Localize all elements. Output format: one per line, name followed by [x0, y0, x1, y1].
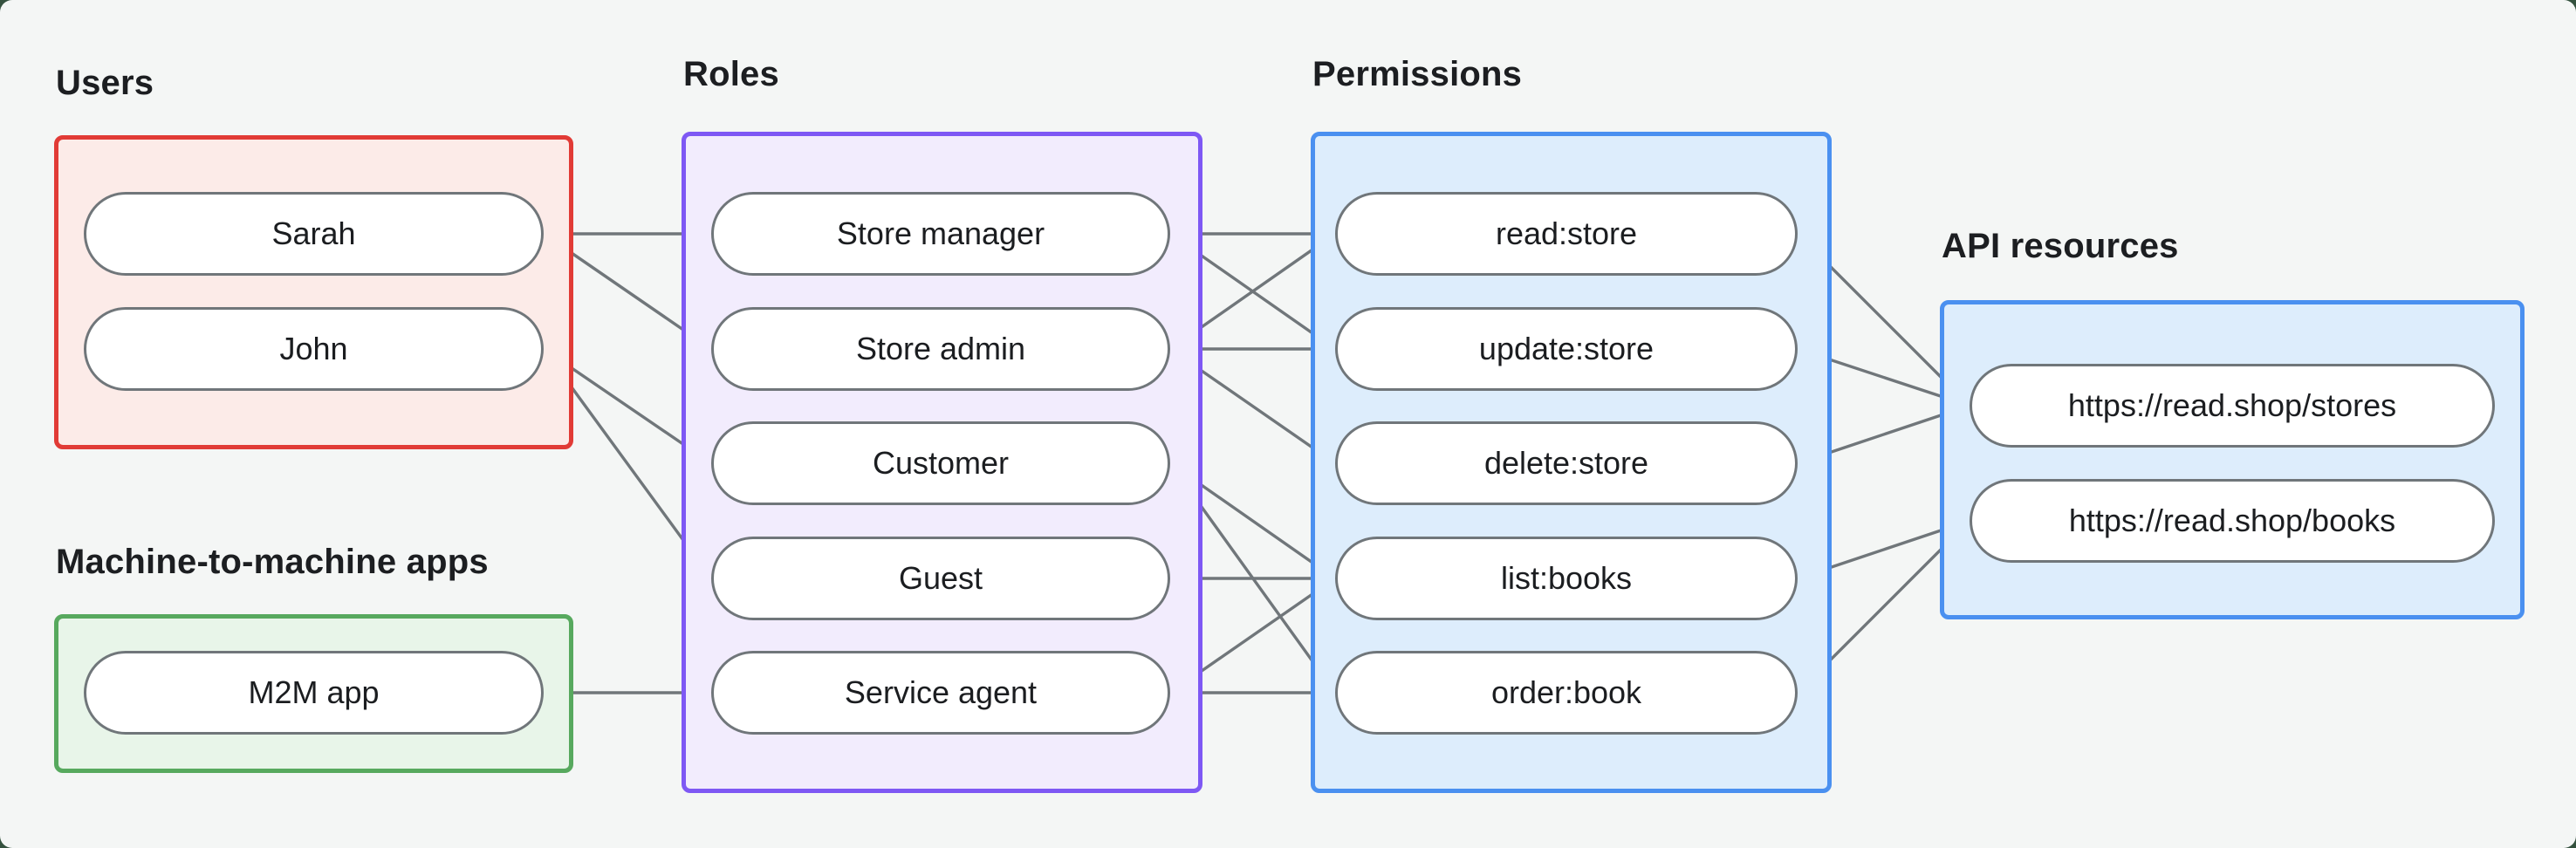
- node-order_book: order:book: [1335, 651, 1798, 735]
- group-box-users: [54, 135, 573, 449]
- group-box-api: [1940, 300, 2525, 619]
- node-list_books: list:books: [1335, 537, 1798, 620]
- node-books: https://read.shop/books: [1970, 479, 2495, 563]
- node-sarah: Sarah: [84, 192, 544, 276]
- node-update_store: update:store: [1335, 307, 1798, 391]
- group-label-permissions: Permissions: [1312, 55, 1523, 93]
- node-customer: Customer: [711, 421, 1170, 505]
- group-label-users: Users: [56, 64, 154, 102]
- node-service_agent: Service agent: [711, 651, 1170, 735]
- node-john: John: [84, 307, 544, 391]
- node-read_store: read:store: [1335, 192, 1798, 276]
- node-m2m_app: M2M app: [84, 651, 544, 735]
- node-delete_store: delete:store: [1335, 421, 1798, 505]
- node-store_admin: Store admin: [711, 307, 1170, 391]
- node-store_manager: Store manager: [711, 192, 1170, 276]
- group-label-api: API resources: [1942, 227, 2179, 265]
- group-label-roles: Roles: [683, 55, 779, 93]
- node-guest: Guest: [711, 537, 1170, 620]
- node-stores: https://read.shop/stores: [1970, 364, 2495, 448]
- group-label-m2m: Machine-to-machine apps: [56, 543, 489, 581]
